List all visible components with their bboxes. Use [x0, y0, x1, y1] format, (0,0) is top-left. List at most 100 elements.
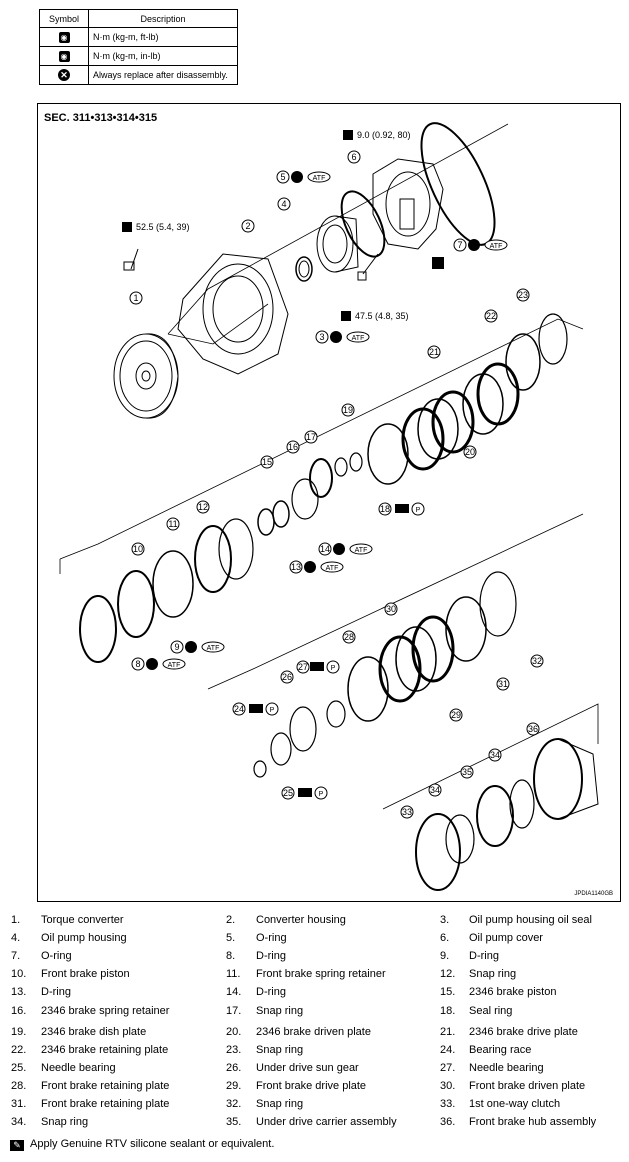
- svg-text:35: 35: [462, 767, 472, 777]
- legend-number: 33.: [440, 1098, 456, 1110]
- legend-number: 28.: [11, 1080, 27, 1092]
- exploded-diagram: SEC. 311•313•314•315: [37, 103, 621, 902]
- svg-text:29: 29: [451, 710, 461, 720]
- svg-text:1: 1: [133, 293, 138, 303]
- description-header: Description: [88, 9, 238, 28]
- legend-label: 2346 brake driven plate: [256, 1026, 371, 1038]
- legend-label: Front brake retaining plate: [41, 1098, 170, 1110]
- legend-number: 24.: [440, 1044, 456, 1056]
- front-brake-plates: [253, 571, 517, 778]
- legend-number: 22.: [11, 1044, 27, 1056]
- footnote: ✎ Apply Genuine RTV silicone sealant or e…: [10, 1138, 274, 1151]
- legend-number: 23.: [226, 1044, 242, 1056]
- legend-number: 5.: [226, 932, 236, 944]
- svg-text:31: 31: [498, 679, 508, 689]
- svg-text:13: 13: [291, 562, 301, 572]
- svg-text:5: 5: [280, 172, 285, 182]
- svg-text:27: 27: [298, 662, 308, 672]
- brake-plates-2346: [367, 313, 568, 485]
- svg-text:34: 34: [490, 750, 500, 760]
- legend-number: 17.: [226, 1005, 242, 1017]
- footnote-text: Apply Genuine RTV silicone sealant or eq…: [30, 1138, 275, 1150]
- legend-label: Snap ring: [256, 1005, 304, 1017]
- svg-text:26: 26: [282, 672, 292, 682]
- legend-number: 8.: [226, 950, 236, 962]
- legend-number: 30.: [440, 1080, 456, 1092]
- wrench-torque-icon: ◉: [58, 31, 70, 43]
- legend-label: Snap ring: [469, 968, 517, 980]
- exploded-diagram-svg: SEC. 311•313•314•315: [44, 112, 613, 897]
- legend-number: 1.: [11, 914, 21, 926]
- svg-text:ATF: ATF: [207, 645, 220, 652]
- legend-label: D-ring: [256, 950, 286, 962]
- legend-label: Snap ring: [41, 1116, 89, 1128]
- svg-text:15: 15: [262, 457, 272, 467]
- svg-text:ATF: ATF: [326, 565, 339, 572]
- svg-text:ATF: ATF: [490, 243, 503, 250]
- legend-label: Oil pump cover: [469, 932, 543, 944]
- svg-text:25: 25: [283, 788, 293, 798]
- o-ring-7: [420, 122, 496, 246]
- legend-number: 4.: [11, 932, 21, 944]
- panel-outlines: [59, 123, 599, 810]
- svg-text:32: 32: [532, 656, 542, 666]
- svg-text:19: 19: [343, 405, 353, 415]
- legend-label: 1st one-way clutch: [469, 1098, 561, 1110]
- legend-label: Oil pump housing: [41, 932, 127, 944]
- torque-converter: [113, 333, 179, 419]
- o-ring-5: [340, 190, 386, 258]
- legend-number: 36.: [440, 1116, 456, 1128]
- pen-icon: ✎: [10, 1140, 24, 1151]
- legend-label: 2346 brake spring retainer: [41, 1005, 170, 1017]
- legend-number: 31.: [11, 1098, 27, 1110]
- svg-text:ATF: ATF: [352, 335, 365, 342]
- svg-text:7: 7: [457, 240, 462, 250]
- svg-text:22: 22: [486, 311, 496, 321]
- torque-1: 9.0 (0.92, 80): [357, 130, 411, 140]
- legend-label: Front brake drive plate: [256, 1080, 367, 1092]
- svg-text:18: 18: [380, 504, 390, 514]
- svg-text:34: 34: [430, 785, 440, 795]
- svg-text:4: 4: [281, 199, 286, 209]
- svg-text:16: 16: [288, 442, 298, 452]
- svg-text:36: 36: [528, 724, 538, 734]
- svg-text:8: 8: [135, 659, 140, 669]
- symbol-header: Symbol: [39, 9, 89, 28]
- wrench-torque-icon: [122, 222, 132, 232]
- svg-text:21: 21: [429, 347, 439, 357]
- legend-label: D-ring: [256, 986, 286, 998]
- legend-number: 12.: [440, 968, 456, 980]
- petroleum-jelly-badges: P P P P: [249, 502, 425, 800]
- legend-label: Front brake retaining plate: [41, 1080, 170, 1092]
- torque-3: 47.5 (4.8, 35): [355, 311, 409, 321]
- legend-label: Bearing race: [469, 1044, 532, 1056]
- section-title: SEC. 311•313•314•315: [44, 112, 157, 124]
- symbol-desc-2: N·m (kg-m, in-lb): [88, 46, 238, 66]
- svg-text:P: P: [416, 507, 421, 514]
- legend-number: 6.: [440, 932, 450, 944]
- svg-text:ATF: ATF: [168, 662, 181, 669]
- legend-label: Needle bearing: [469, 1062, 544, 1074]
- legend-label: Needle bearing: [41, 1062, 116, 1074]
- svg-text:20: 20: [465, 447, 475, 457]
- legend-label: Seal ring: [469, 1005, 513, 1017]
- symbol-desc-3: Always replace after disassembly.: [88, 65, 238, 85]
- symbol-table: Symbol Description ◉ N·m (kg-m, ft-lb) ◉…: [39, 9, 238, 85]
- legend-label: Front brake spring retainer: [256, 968, 386, 980]
- legend-label: 2346 brake dish plate: [41, 1026, 147, 1038]
- svg-text:P: P: [319, 791, 324, 798]
- callouts: 1 2 3 4 5 6 7 8 9 10 11 12 13 14 15 16 1…: [129, 150, 544, 819]
- wrench-torque-icon: [343, 130, 353, 140]
- legend-number: 14.: [226, 986, 242, 998]
- svg-text:11: 11: [168, 519, 177, 529]
- legend-number: 18.: [440, 1005, 456, 1017]
- legend-label: O-ring: [256, 932, 287, 944]
- symbol-desc-1: N·m (kg-m, ft-lb): [88, 27, 238, 47]
- legend-number: 15.: [440, 986, 456, 998]
- legend-number: 7.: [11, 950, 21, 962]
- svg-text:P: P: [270, 707, 275, 714]
- torque-2: 52.5 (5.4, 39): [136, 222, 190, 232]
- clutch-hub-group: [415, 738, 599, 891]
- svg-text:28: 28: [344, 632, 354, 642]
- legend-number: 27.: [440, 1062, 456, 1074]
